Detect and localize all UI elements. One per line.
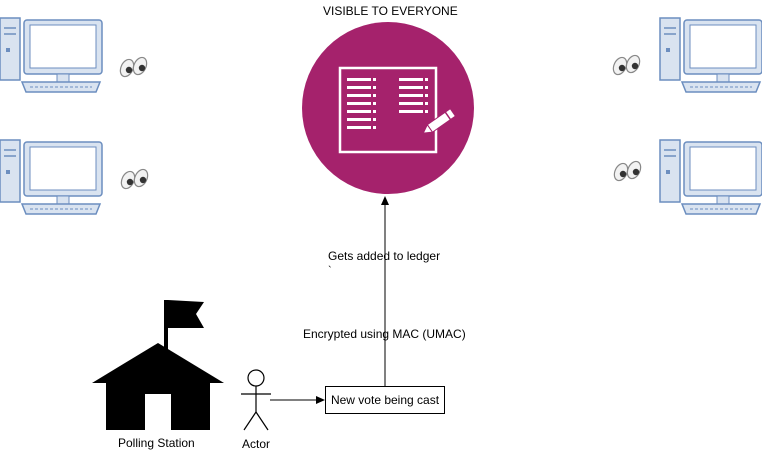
pencil-icon [422, 108, 457, 134]
eyes-icon [118, 166, 151, 192]
ledger-edge-label: Gets added to ledger [328, 249, 441, 263]
computer-icon [0, 17, 103, 93]
vote-box[interactable]: New vote being cast [325, 386, 445, 414]
eyes-icon [610, 52, 643, 78]
ledger-icon [302, 22, 474, 194]
encryption-label: Encrypted using MAC (UMAC) [303, 327, 466, 341]
eyes-icon [117, 54, 150, 80]
computer-icon [659, 139, 762, 215]
eyes-icon [611, 158, 644, 184]
vote-box-label: New vote being cast [330, 393, 440, 407]
actor-icon [241, 369, 271, 431]
stray-tick-mark: ` [328, 265, 332, 277]
arrow-head-right [316, 396, 325, 404]
computer-icon [0, 139, 103, 215]
actor-label: Actor [242, 437, 271, 451]
computer-icon [659, 17, 762, 93]
ledger-title: VISIBLE TO EVERYONE [323, 4, 458, 18]
arrow-head-up [381, 196, 389, 205]
polling-station-label: Polling Station [118, 436, 195, 450]
polling-station-icon [92, 300, 224, 430]
